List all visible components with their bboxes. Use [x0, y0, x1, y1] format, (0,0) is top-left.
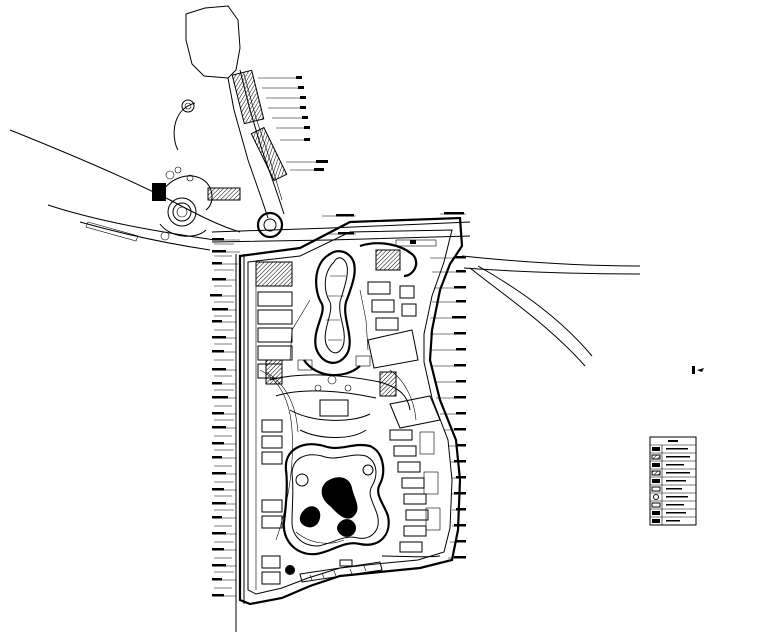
right-annotations: [430, 256, 466, 559]
top-center-annotations: [322, 212, 466, 235]
southeast-buildings: [389, 395, 441, 553]
east-access-road: [461, 255, 641, 367]
legend-box: [649, 436, 697, 526]
internal-paths: [259, 289, 417, 541]
north-parking-blocks: [231, 69, 288, 182]
west-arc-roads: [9, 99, 241, 251]
northeast-buildings: [359, 239, 437, 369]
left-building-strip: [235, 254, 295, 632]
north-arrow-icon: [692, 366, 704, 374]
north-access-road: [185, 5, 285, 219]
roundabout: [211, 211, 471, 243]
west-entrance-plaza: [152, 166, 241, 241]
south-lake: [282, 443, 390, 556]
north-lake: [303, 250, 361, 377]
central-plaza: [265, 355, 411, 438]
north-annotations: [258, 76, 328, 171]
south-edge-features: [299, 555, 441, 583]
left-annotations: [210, 238, 240, 597]
